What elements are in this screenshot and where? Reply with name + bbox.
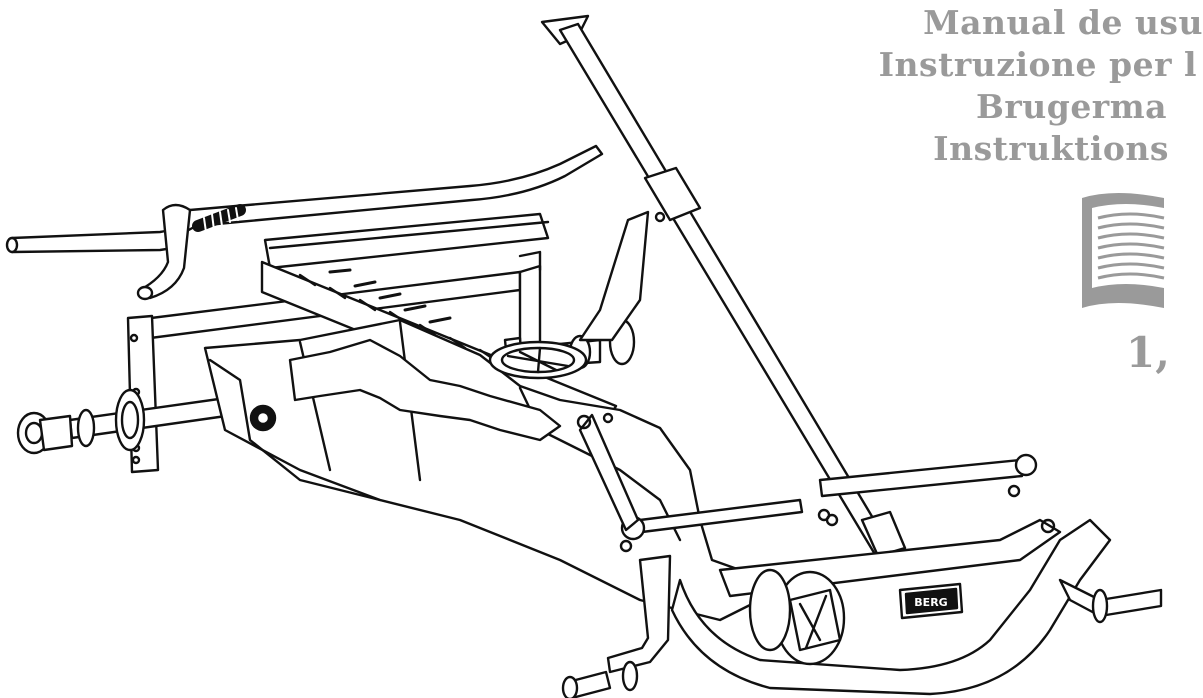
manual-book-icon [1082, 193, 1165, 308]
front-stub-axle-left [561, 554, 672, 698]
rear-emblem [249, 404, 277, 432]
spring [192, 204, 246, 233]
title-line-4: Instruktions [933, 129, 1169, 168]
go-kart-frame-illustration: BERG [5, 14, 1163, 698]
bolts [602, 412, 1021, 527]
berg-plate: BERG [898, 582, 964, 620]
steering-column [540, 14, 907, 568]
steering-hub [488, 210, 666, 380]
berg-logo-text: BERG [914, 596, 947, 609]
top-bent-tube [5, 144, 604, 301]
tie-rods [576, 413, 1038, 553]
front-stub-axle-right [1040, 518, 1163, 624]
title-line-3: Brugerma [975, 87, 1167, 126]
page-number: 1, [1126, 328, 1170, 377]
manual-title-block: Manual de usu Instruzione per l Brugerma… [741, 0, 1203, 190]
title-line-1: Manual de usu [923, 3, 1203, 42]
title-line-2: Instruzione per l [878, 45, 1197, 84]
chassis-body [203, 318, 762, 622]
front-bumper: BERG [670, 518, 1112, 696]
